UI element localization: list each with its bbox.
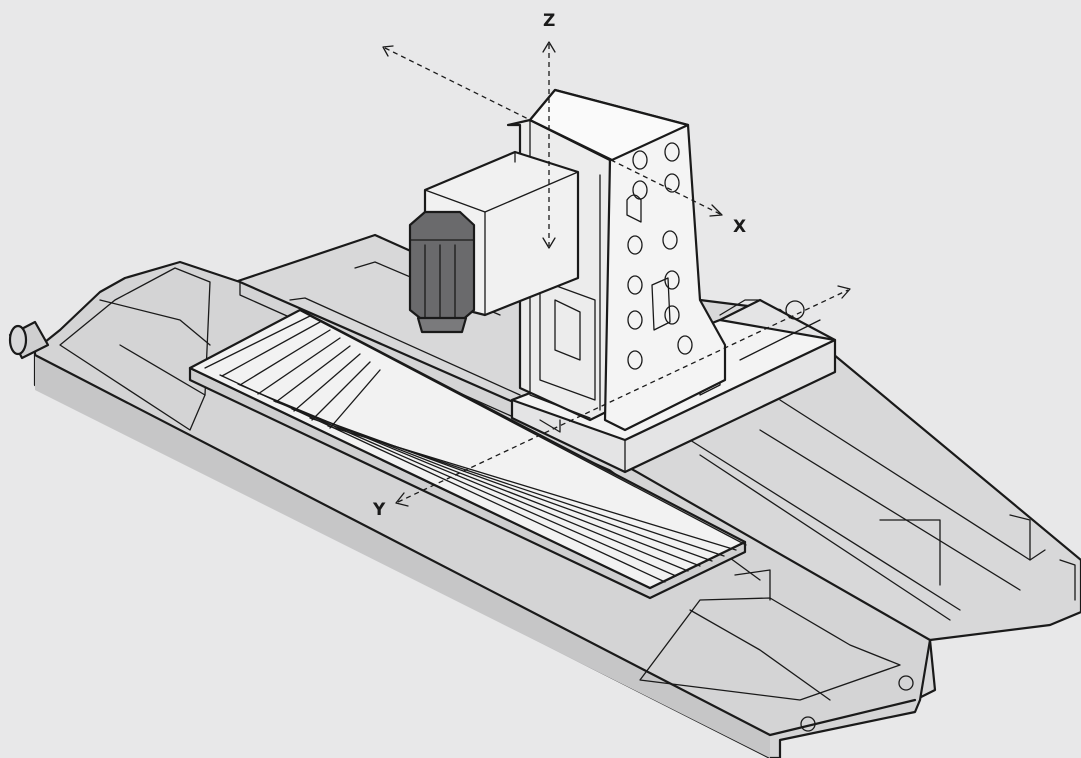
- y-axis-label: Y: [372, 500, 386, 520]
- z-axis-label: Z: [543, 11, 555, 31]
- spindle-motor: [408, 210, 476, 334]
- y-axis-indicator: Y: [372, 285, 851, 520]
- x-axis-indicator: X: [382, 45, 746, 237]
- axis-indicators: X Z Y: [372, 11, 851, 520]
- x-axis-label: X: [733, 217, 746, 237]
- work-table: [188, 308, 747, 600]
- column-holes: [626, 142, 693, 370]
- table-t-slots: [204, 315, 747, 583]
- z-axis-indicator: Z: [542, 11, 556, 249]
